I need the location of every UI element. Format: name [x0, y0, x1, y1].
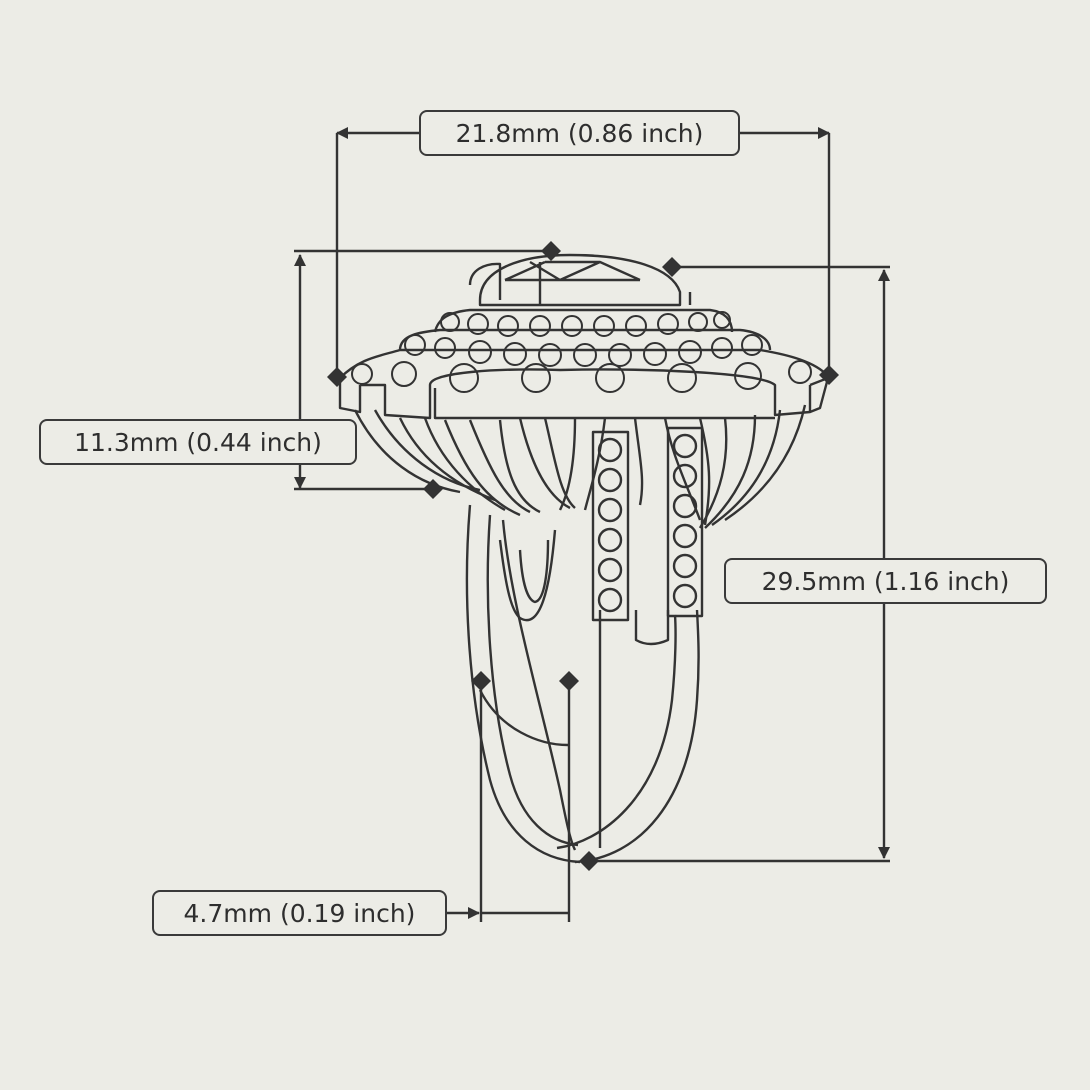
diamond-marker-icon: [819, 365, 839, 385]
diamond-marker-icon: [541, 241, 561, 261]
diamond-marker-icon: [471, 671, 491, 691]
top-height-dimension-label: 11.3mm (0.44 inch): [39, 419, 357, 465]
width-dimension-label: 21.8mm (0.86 inch): [419, 110, 740, 156]
center-stone: [468, 253, 692, 307]
total-height-dimension-label: 29.5mm (1.16 inch): [724, 558, 1047, 604]
band-width-dimension-label: 4.7mm (0.19 inch): [152, 890, 447, 936]
diamond-marker-icon: [327, 367, 347, 387]
diamond-marker-icon: [662, 257, 682, 277]
ring-shank: [465, 504, 700, 864]
diamond-markers: [327, 241, 839, 871]
halo-stones: [351, 311, 812, 393]
diamond-marker-icon: [423, 479, 443, 499]
ring-illustration: [338, 253, 830, 864]
diamond-marker-icon: [579, 851, 599, 871]
pave-rows: [591, 426, 704, 622]
ring-gallery: [353, 404, 807, 529]
halo-base: [338, 368, 830, 420]
diamond-marker-icon: [559, 671, 579, 691]
